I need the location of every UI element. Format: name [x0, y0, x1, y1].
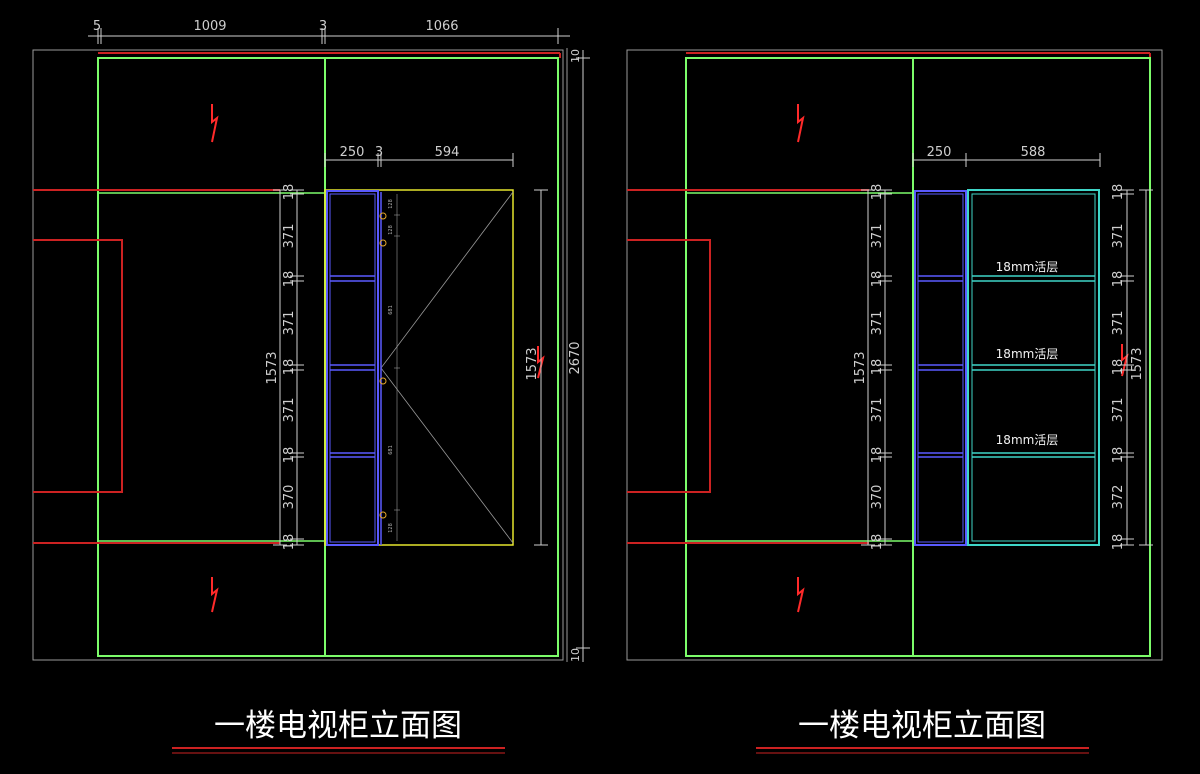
right-side-stack-dim-8: 18: [1111, 534, 1126, 551]
right-wall-lines: [627, 189, 869, 544]
right-cabinet-outline: [685, 57, 1151, 657]
left-small-label-3: 681: [388, 445, 394, 455]
left-cabinet-outline: [97, 57, 559, 657]
right-stack-dim-7: 370: [870, 485, 885, 510]
right-tv-cabinet: 18mm活层 18mm活层 18mm活层: [914, 189, 1100, 546]
left-inner-dim-1: 3: [375, 145, 383, 160]
right-stack-dimension: 18 371 18 371 18 371 18 370 18: [870, 184, 892, 551]
left-stack-dim-2: 18: [282, 271, 297, 288]
right-cabinet-height-dimension: 1573: [853, 189, 875, 546]
left-top-dimension: 5 1009 3 1066: [88, 19, 570, 44]
left-stack-dim-7: 370: [282, 485, 297, 510]
left-right-top-dim: 10: [569, 49, 582, 63]
right-cabinet-height: 1573: [853, 351, 868, 384]
right-stack-dim-8: 18: [870, 534, 885, 551]
right-side-stack-dim-7: 372: [1111, 485, 1126, 510]
right-far-cabinet-height: 1573: [1130, 347, 1145, 380]
right-stack-dim-6: 18: [870, 447, 885, 464]
left-hinge-icons: [379, 212, 387, 519]
right-adjustable-shelves: [972, 275, 1095, 458]
right-shelf-cabinet: [967, 189, 1100, 546]
left-stack-dim-3: 371: [282, 311, 297, 336]
right-side-stack-dim-5: 371: [1111, 398, 1126, 423]
right-break-marks: [797, 104, 1129, 613]
left-outer-frame: [32, 49, 564, 661]
right-inner-dim-0: 250: [927, 145, 952, 160]
right-open-shelf-unit: [914, 190, 967, 546]
left-stack-dim-1: 371: [282, 224, 297, 249]
right-outer-frame: [626, 49, 1163, 661]
left-right-cabinet-height: 1573: [525, 347, 540, 380]
right-inner-dimension: 250 588: [912, 145, 1101, 167]
right-drawing-title: 一楼电视柜立面图: [798, 708, 1046, 744]
right-side-stack-dim-6: 18: [1111, 447, 1126, 464]
left-cabinet-door-frame: [324, 189, 514, 546]
left-cabinet-height: 1573: [265, 351, 280, 384]
right-side-stack-dim-1: 371: [1111, 224, 1126, 249]
left-inner-dim-0: 250: [340, 145, 365, 160]
left-door-swing-lower: [380, 367, 514, 544]
left-top-dim-3: 1066: [425, 19, 458, 34]
left-inner-dimension: 250 3 594: [324, 145, 514, 167]
right-stack-dim-0: 18: [870, 184, 885, 201]
left-total-height: 2670: [568, 341, 583, 374]
left-tv-cabinet: 128 128 681 681 128: [324, 189, 514, 546]
left-stack-dim-0: 18: [282, 184, 297, 201]
left-open-shelf-unit: [326, 190, 379, 546]
left-total-height-dimension: 2670 10 10: [568, 49, 590, 662]
left-door-swing-upper: [380, 191, 514, 369]
left-stack-dim-6: 18: [282, 447, 297, 464]
right-side-stack-dimension: 18 371 18 371 18 371 18 372 18: [1111, 184, 1134, 551]
left-right-height-dimension: 1573: [525, 189, 548, 546]
left-top-dim-2: 3: [319, 19, 327, 34]
left-right-bottom-dim: 10: [569, 648, 582, 662]
left-inner-dim-2: 594: [435, 145, 460, 160]
left-stack-dimension: 18 371 18 371 18 371 18 370 18: [282, 184, 304, 551]
left-drawing-title: 一楼电视柜立面图: [214, 708, 462, 744]
right-elevation-drawing: 250 588 1573 18 371 18 371 18 371: [626, 49, 1163, 754]
right-far-height-dimension: 1573: [1130, 189, 1153, 546]
right-stack-dim-4: 18: [870, 359, 885, 376]
right-stack-dim-1: 371: [870, 224, 885, 249]
right-inner-dim-1: 588: [1021, 145, 1046, 160]
left-small-label-0: 128: [388, 199, 394, 209]
right-shelf-note-0: 18mm活层: [996, 260, 1059, 274]
right-side-stack-dim-4: 18: [1111, 359, 1126, 376]
left-top-dim-1: 1009: [193, 19, 226, 34]
left-top-dim-0: 5: [93, 19, 101, 34]
left-elevation-drawing: 5 1009 3 1066 2670 10 10 250 3 594: [32, 19, 590, 754]
left-wall-lines: [33, 189, 280, 544]
left-stack-dim-5: 371: [282, 398, 297, 423]
left-small-label-2: 681: [388, 305, 394, 315]
right-stack-dim-2: 18: [870, 271, 885, 288]
right-stack-dim-5: 371: [870, 398, 885, 423]
left-stack-dim-8: 18: [282, 534, 297, 551]
right-side-stack-dim-2: 18: [1111, 271, 1126, 288]
left-cabinet-height-dimension: 1573: [265, 189, 287, 546]
right-side-stack-dim-3: 371: [1111, 311, 1126, 336]
left-small-label-1: 128: [388, 225, 394, 235]
right-side-stack-dim-0: 18: [1111, 184, 1126, 201]
right-shelf-note-1: 18mm活层: [996, 347, 1059, 361]
left-small-label-4: 128: [388, 523, 394, 533]
left-stack-dim-4: 18: [282, 359, 297, 376]
right-stack-dim-3: 371: [870, 311, 885, 336]
right-shelf-note-2: 18mm活层: [996, 433, 1059, 447]
